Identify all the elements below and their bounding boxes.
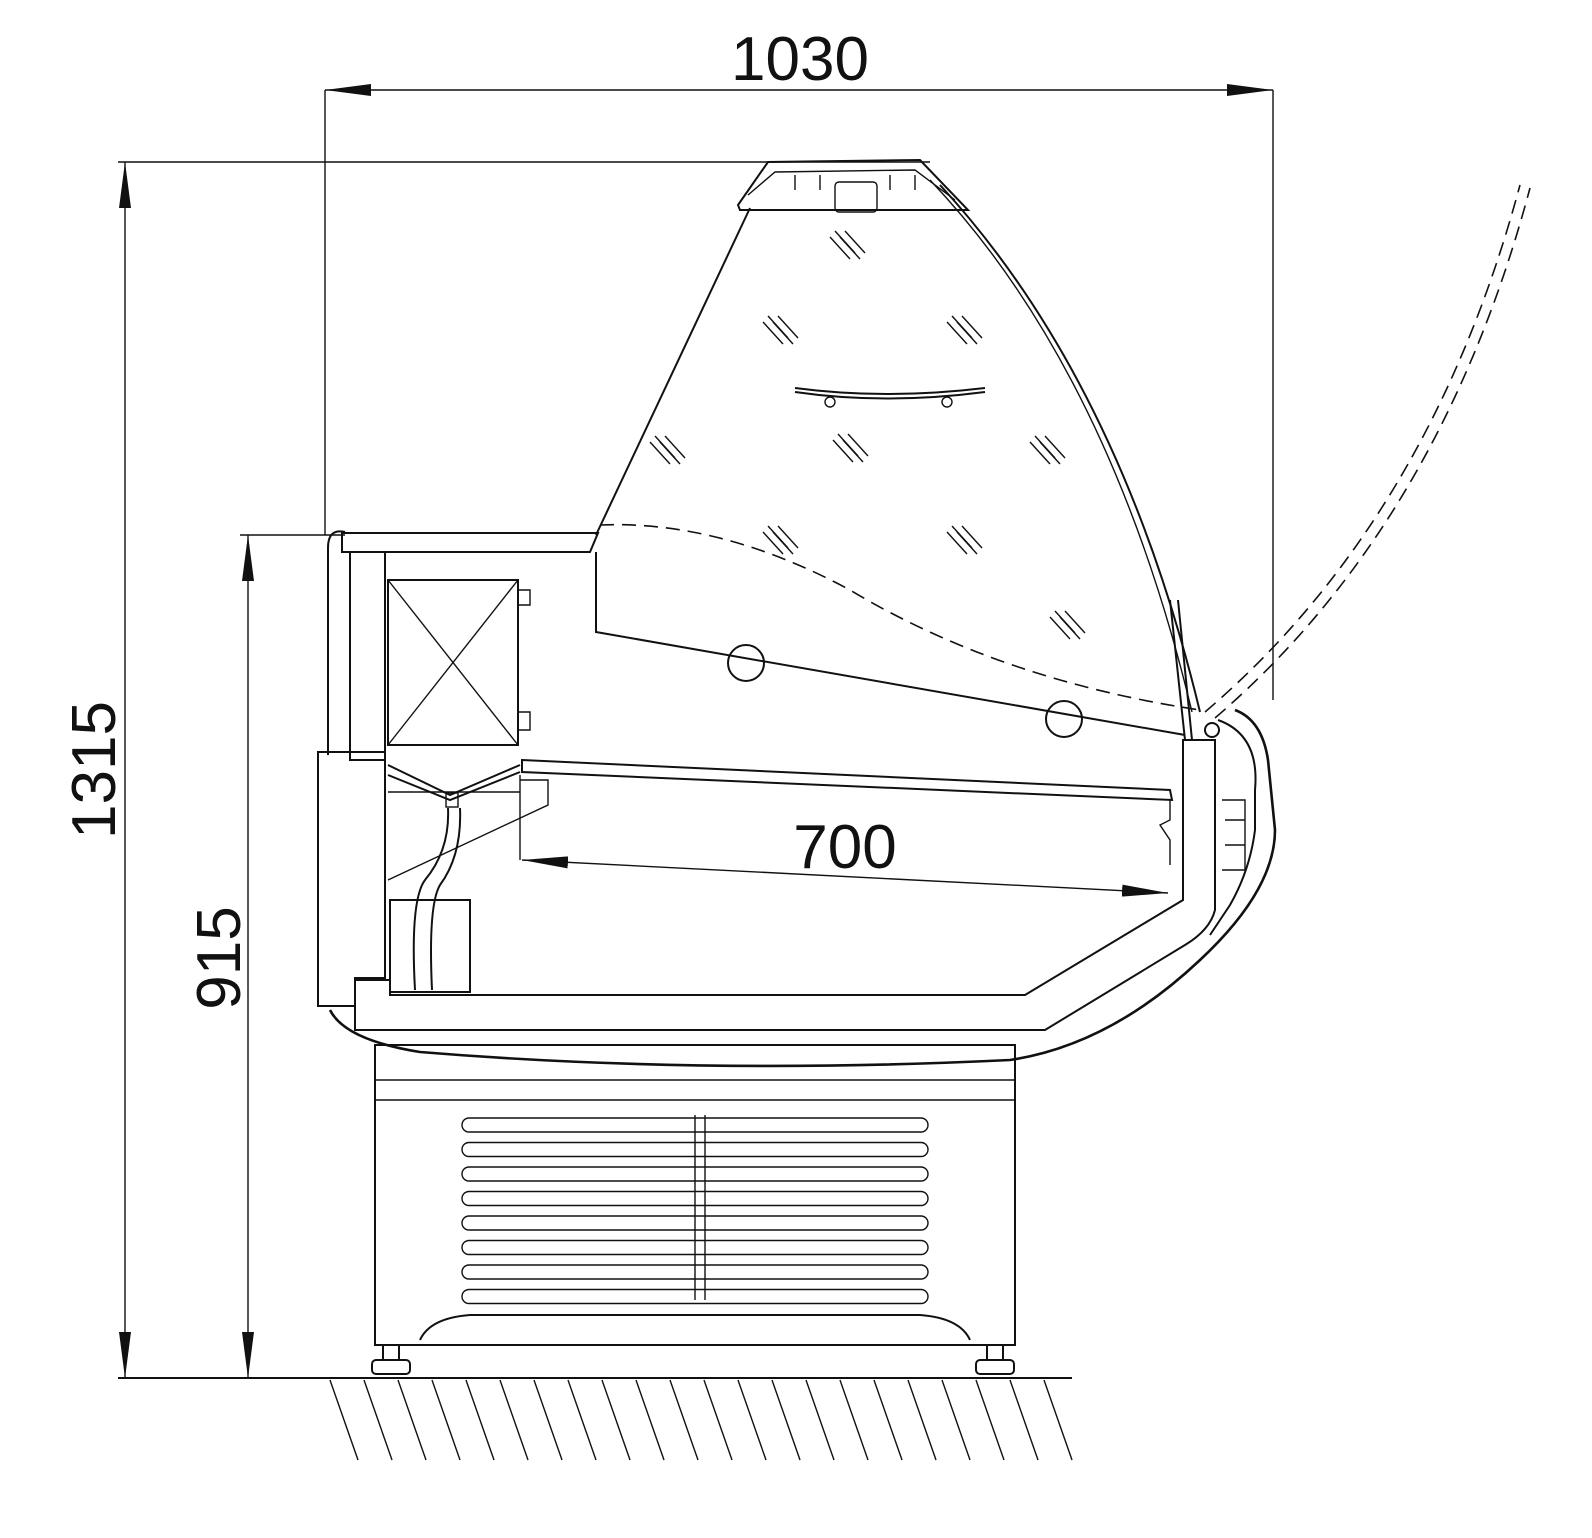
glass-reflection-mark (956, 531, 978, 555)
glass-reflection-mark (1044, 435, 1066, 459)
hatch-line (431, 1379, 461, 1461)
glass-reflection-mark (1039, 441, 1061, 465)
light-canopy (736, 158, 971, 213)
hatch-line (839, 1379, 869, 1461)
hatch-line (771, 1379, 801, 1461)
glass-reflection-mark (829, 236, 851, 260)
hatch-line (363, 1379, 393, 1461)
glass-reflection-mark (956, 321, 978, 345)
glass-reflection-mark (777, 525, 799, 549)
dimension-overall-height: 1315 (60, 161, 930, 1378)
dimension-overall-depth: 1030 (324, 25, 1274, 700)
dimension-label-height: 1315 (60, 701, 129, 839)
hatch-line (737, 1379, 767, 1461)
ventilation-grille (461, 1115, 929, 1305)
hatch-line (703, 1379, 733, 1461)
glass-reflection-mark (946, 321, 968, 345)
glass-reflection-mark (1029, 441, 1051, 465)
glass-reflection-mark (842, 439, 864, 463)
glass-reflection-mark (664, 435, 686, 459)
hatch-line (1043, 1379, 1073, 1461)
front-panel-hinge (1204, 719, 1257, 936)
glass-reflection-mark (961, 315, 983, 339)
glass-reflection-mark (777, 315, 799, 339)
hatch-line (601, 1379, 631, 1461)
dimension-label-counter-height: 915 (185, 906, 254, 1009)
hatch-line (941, 1379, 971, 1461)
dimension-display-depth: 700 (521, 813, 1169, 897)
hatch-line (567, 1379, 597, 1461)
shelf (595, 552, 1186, 738)
glass-reflection-mark (762, 321, 784, 345)
evaporator (387, 579, 531, 746)
dimension-label-display-depth: 700 (793, 813, 896, 882)
hatch-line (669, 1379, 699, 1461)
hatch-line (533, 1379, 563, 1461)
hatch-line (465, 1379, 495, 1461)
hatch-line (635, 1379, 665, 1461)
glass-reflection-mark (961, 525, 983, 549)
outer-shell (328, 708, 1277, 1068)
hatch-line (499, 1379, 529, 1461)
hatch-line (805, 1379, 835, 1461)
hatch-line (329, 1379, 359, 1461)
glass-reflection-mark (832, 439, 854, 463)
glass-reflection-mark (649, 441, 671, 465)
hatch-line (1009, 1379, 1039, 1461)
floor-hatch (118, 1377, 1073, 1461)
glass-reflection-mark (659, 441, 681, 465)
glass-reflection-mark (1049, 616, 1071, 640)
glass-reflection-mark (847, 433, 869, 457)
hatch-line (397, 1379, 427, 1461)
adjustable-foot-left (371, 1344, 411, 1375)
hatch-line (975, 1379, 1005, 1461)
hatch-line (907, 1379, 937, 1461)
base-cabinet (371, 1044, 1016, 1375)
glass-reflection-mark (772, 531, 794, 555)
adjustable-foot-right (975, 1344, 1015, 1375)
glass-reflection-mark (1064, 610, 1086, 634)
display-deck (519, 758, 1174, 865)
glass-panels (595, 179, 1531, 741)
glass-reflection-mark (772, 321, 794, 345)
glass-reflection-mark (762, 531, 784, 555)
insulated-tub (317, 532, 1216, 1031)
dimension-counter-height: 915 (185, 534, 345, 1378)
glass-reflection-mark (839, 236, 861, 260)
glass-reflection-mark (946, 531, 968, 555)
dimension-label-depth: 1030 (731, 25, 869, 94)
drain-system (387, 764, 549, 993)
glass-reflection-mark (844, 230, 866, 254)
glass-reflection-mark (1059, 616, 1081, 640)
hatch-line (873, 1379, 903, 1461)
